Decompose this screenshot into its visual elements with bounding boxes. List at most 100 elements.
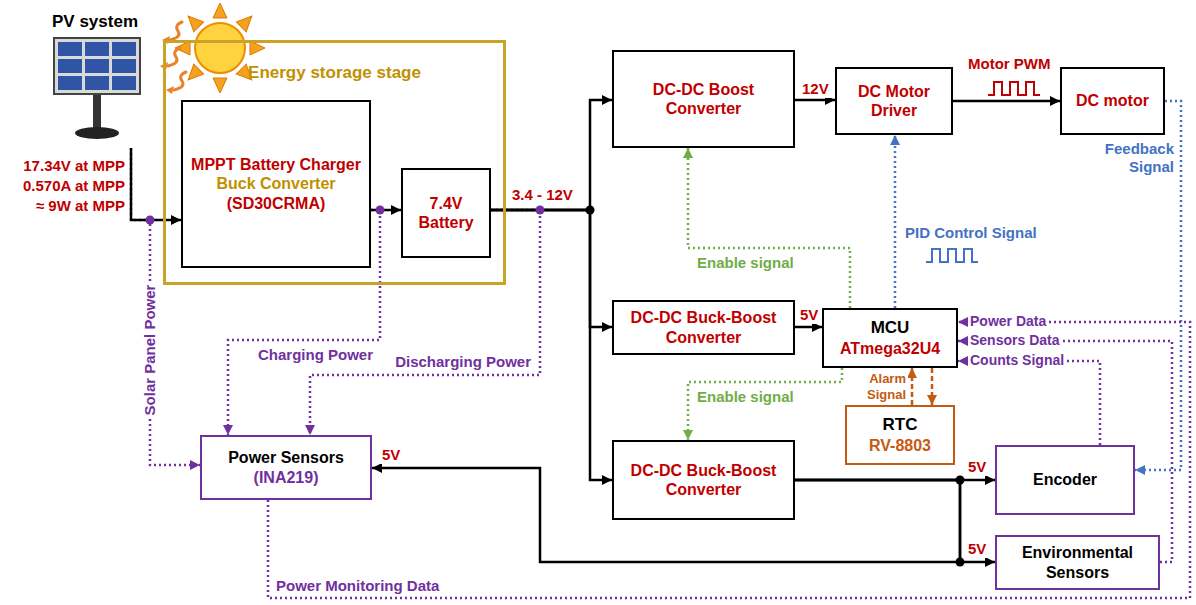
signal-label: 5V	[966, 540, 988, 558]
connector-line	[491, 210, 612, 480]
node-subtitle: (SD30CRMA)	[189, 194, 363, 213]
pwm-waveform	[926, 249, 978, 262]
connector-line	[958, 341, 1172, 562]
node-subtitle: (INA219)	[208, 468, 364, 487]
signal-label: Enable signal	[695, 254, 796, 272]
annotation-label: Alarm Signal	[858, 371, 908, 402]
connector	[131, 148, 181, 225]
signal-label: Discharging Power	[393, 353, 533, 371]
signal-label: Charging Power	[256, 346, 375, 364]
connector	[890, 135, 900, 308]
arrowhead	[391, 205, 401, 215]
arrowhead	[171, 215, 181, 225]
signal-label: 5V	[798, 306, 820, 324]
connector-line	[131, 148, 181, 220]
connector-line	[491, 210, 612, 327]
signal-label: Sensors Data	[968, 332, 1061, 349]
connector-line	[953, 100, 1060, 103]
process-box: Power Sensors(INA219)	[200, 435, 372, 500]
node-title: PV system	[51, 12, 139, 32]
connector	[491, 210, 612, 332]
arrowhead	[1050, 96, 1060, 106]
connector-line	[268, 322, 1190, 598]
signal-label: Counts Signal	[968, 352, 1066, 369]
node-subtitle: Buck Converter	[189, 174, 363, 193]
connector	[683, 148, 850, 308]
annotation-label: 3.4 - 12V	[510, 186, 575, 204]
node-title: Energy storage stage	[172, 63, 497, 83]
node-title: RTC	[853, 415, 947, 435]
node-title: MCU	[830, 318, 950, 338]
stage-group-box: Energy storage stageMPPT Battery Charger…	[163, 40, 506, 285]
node-title: 7.4V Battery	[409, 194, 483, 232]
arrowhead	[602, 95, 612, 105]
annotation-label: ≈ 9W at MPP	[4, 197, 127, 215]
connector	[371, 205, 401, 215]
process-box: MPPT Battery ChargerBuck Converter(SD30C…	[181, 100, 371, 268]
arrowhead	[907, 368, 917, 378]
signal-label: 5V	[380, 446, 402, 464]
annotation-label: 17.34V at MPP	[4, 157, 127, 175]
annotation-label: Power Data	[968, 313, 1048, 330]
node-title: Power Sensors	[208, 448, 364, 467]
process-box: MCUATmega32U4	[822, 308, 958, 368]
arrowhead	[958, 317, 968, 327]
connector	[927, 368, 937, 405]
arrowhead	[1135, 465, 1145, 475]
process-box: Environmental Sensors	[995, 535, 1160, 590]
process-box: DC motor	[1060, 67, 1165, 135]
process-box: DC Motor Driver	[835, 67, 953, 135]
arrowhead	[985, 557, 995, 567]
signal-label: Enable signal	[695, 388, 796, 406]
connector	[491, 95, 612, 210]
arrowhead	[683, 430, 693, 440]
arrowhead	[985, 475, 995, 485]
connector	[795, 480, 995, 567]
connector-line	[958, 361, 1100, 445]
connector-line	[688, 148, 850, 308]
connector-line	[894, 135, 897, 308]
connector	[958, 356, 1100, 445]
connector-line	[491, 100, 612, 210]
node-title: DC-DC Buck-Boost Converter	[620, 308, 787, 346]
annotation-label: 0.570A at MPP	[4, 177, 127, 195]
connector-line	[795, 480, 995, 562]
signal-label: Motor PWM	[966, 55, 1052, 73]
node-title: DC-DC Boost Converter	[620, 80, 787, 118]
connector	[683, 368, 842, 440]
process-box: DC-DC Buck-Boost Converter	[612, 440, 795, 520]
arrowhead	[602, 322, 612, 332]
signal-label: Solar Panel Power	[141, 283, 159, 418]
node-subtitle: RV-8803	[853, 436, 947, 455]
process-box: RTCRV-8803	[845, 405, 955, 465]
process-box: Encoder	[995, 445, 1135, 515]
arrowhead	[223, 425, 233, 435]
arrowhead	[190, 460, 200, 470]
connector	[958, 336, 1172, 562]
arrowhead	[890, 135, 900, 145]
pv-system-node: PV system	[45, 12, 145, 148]
arrowhead	[683, 148, 693, 158]
node-title: DC-DC Buck-Boost Converter	[620, 461, 787, 499]
signal-label: PID Control Signal	[903, 224, 1039, 242]
arrowhead	[372, 463, 382, 473]
connector	[268, 317, 1190, 598]
pwm-waveform	[988, 82, 1040, 95]
process-box: 7.4V Battery	[401, 168, 491, 258]
connector-line	[688, 368, 842, 440]
node-title: MPPT Battery Charger	[189, 155, 363, 174]
node-subtitle: ATmega32U4	[830, 339, 950, 358]
node-title: DC motor	[1068, 91, 1157, 110]
signal-label: 12V	[800, 80, 831, 98]
node-title: DC Motor Driver	[843, 82, 945, 120]
signal-label: 5V	[966, 458, 988, 476]
connector	[907, 368, 917, 405]
arrowhead	[958, 336, 968, 346]
arrowhead	[305, 425, 315, 435]
node-title: Encoder	[1003, 470, 1127, 489]
signal-label: Feedback Signal	[1098, 140, 1176, 176]
process-box: DC-DC Buck-Boost Converter	[612, 300, 795, 355]
arrowhead	[927, 395, 937, 405]
signal-label: Power Monitoring Data	[274, 577, 441, 595]
